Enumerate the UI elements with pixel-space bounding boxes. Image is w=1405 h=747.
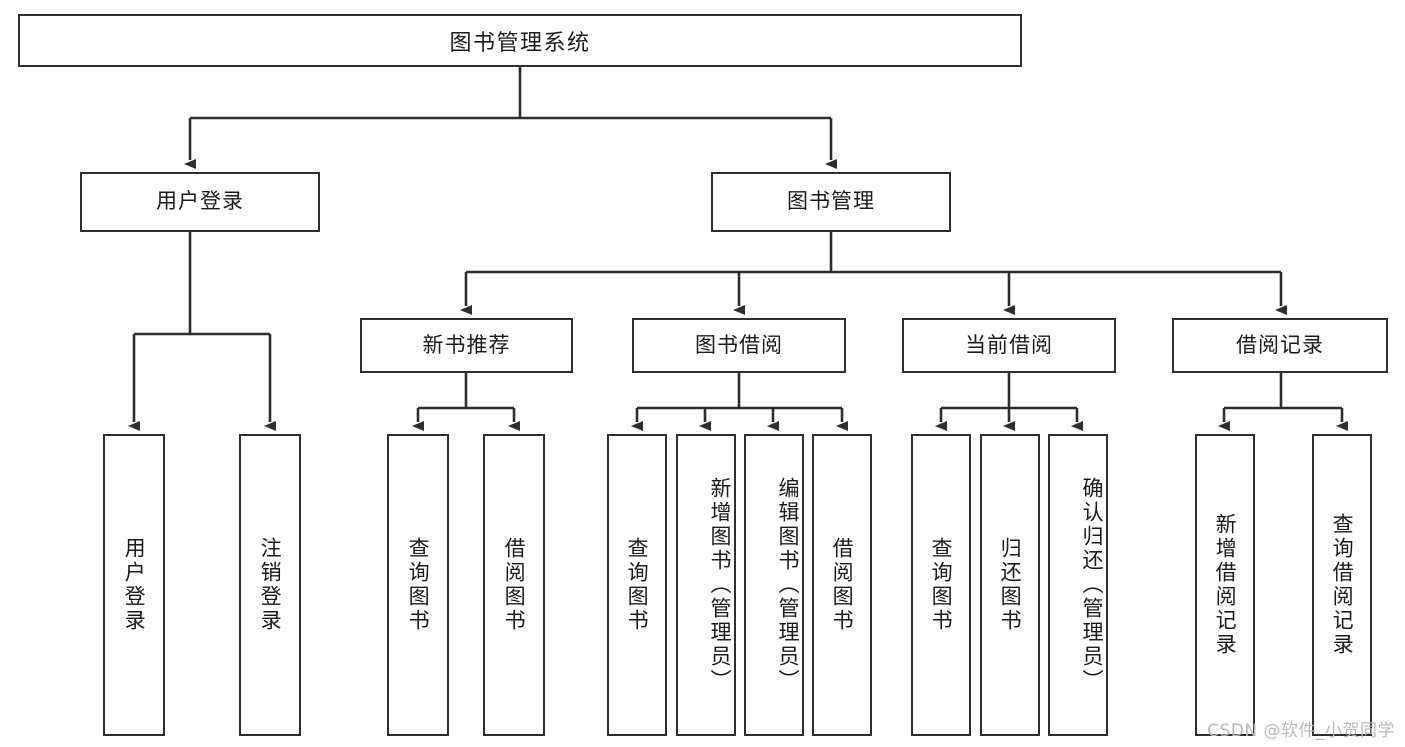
watermark: CSDN @软件_小贺同学 xyxy=(1207,721,1395,741)
leaf-add-book-admin-label: 新增图书（管理员） xyxy=(708,477,732,693)
leaf-borrow-book[interactable]: 借阅图书 xyxy=(812,434,872,736)
leaf-user-login-label: 用户登录 xyxy=(122,537,147,633)
node-root[interactable]: 图书管理系统 xyxy=(18,14,1022,67)
leaf-add-book-admin[interactable]: 新增图书（管理员） xyxy=(676,434,736,736)
leaf-confirm-return-admin-label: 确认归还（管理员） xyxy=(1080,477,1104,693)
leaf-query-book-recommend[interactable]: 查询图书 xyxy=(387,434,449,736)
leaf-query-borrow-record[interactable]: 查询借阅记录 xyxy=(1312,434,1372,736)
leaf-query-book-borrow-label: 查询图书 xyxy=(625,537,650,633)
leaf-borrow-book-label: 借阅图书 xyxy=(830,537,855,633)
leaf-return-book-label: 归还图书 xyxy=(998,537,1023,633)
leaf-logout[interactable]: 注销登录 xyxy=(239,434,301,736)
leaf-logout-label: 注销登录 xyxy=(258,537,283,633)
node-book-borrow-label: 图书借阅 xyxy=(695,332,783,357)
node-current-borrow[interactable]: 当前借阅 xyxy=(902,318,1116,373)
leaf-confirm-return-admin[interactable]: 确认归还（管理员） xyxy=(1048,434,1108,736)
leaf-query-borrow-record-label: 查询借阅记录 xyxy=(1330,513,1355,657)
node-root-label: 图书管理系统 xyxy=(449,30,591,56)
node-new-book-recommend-label: 新书推荐 xyxy=(422,332,511,357)
node-current-borrow-label: 当前借阅 xyxy=(965,332,1053,357)
leaf-user-login[interactable]: 用户登录 xyxy=(103,434,165,736)
node-new-book-recommend[interactable]: 新书推荐 xyxy=(360,318,573,373)
leaf-edit-book-admin-label: 编辑图书（管理员） xyxy=(776,477,800,693)
leaf-query-book-current[interactable]: 查询图书 xyxy=(911,434,971,736)
leaf-add-borrow-record-label: 新增借阅记录 xyxy=(1213,513,1238,657)
leaf-add-borrow-record[interactable]: 新增借阅记录 xyxy=(1195,434,1255,736)
node-book-management-label: 图书管理 xyxy=(787,189,875,214)
node-borrow-record-label: 借阅记录 xyxy=(1236,332,1324,357)
leaf-return-book[interactable]: 归还图书 xyxy=(980,434,1040,736)
node-book-borrow[interactable]: 图书借阅 xyxy=(632,318,846,373)
leaf-query-book-current-label: 查询图书 xyxy=(929,537,954,633)
node-user-login[interactable]: 用户登录 xyxy=(80,172,320,232)
node-user-login-label: 用户登录 xyxy=(156,189,244,214)
node-borrow-record[interactable]: 借阅记录 xyxy=(1172,318,1388,373)
leaf-edit-book-admin[interactable]: 编辑图书（管理员） xyxy=(744,434,804,736)
leaf-borrow-book-recommend-label: 借阅图书 xyxy=(502,537,527,633)
leaf-query-book-recommend-label: 查询图书 xyxy=(406,537,431,633)
leaf-borrow-book-recommend[interactable]: 借阅图书 xyxy=(483,434,545,736)
leaf-query-book-borrow[interactable]: 查询图书 xyxy=(607,434,667,736)
node-book-management[interactable]: 图书管理 xyxy=(711,172,951,232)
